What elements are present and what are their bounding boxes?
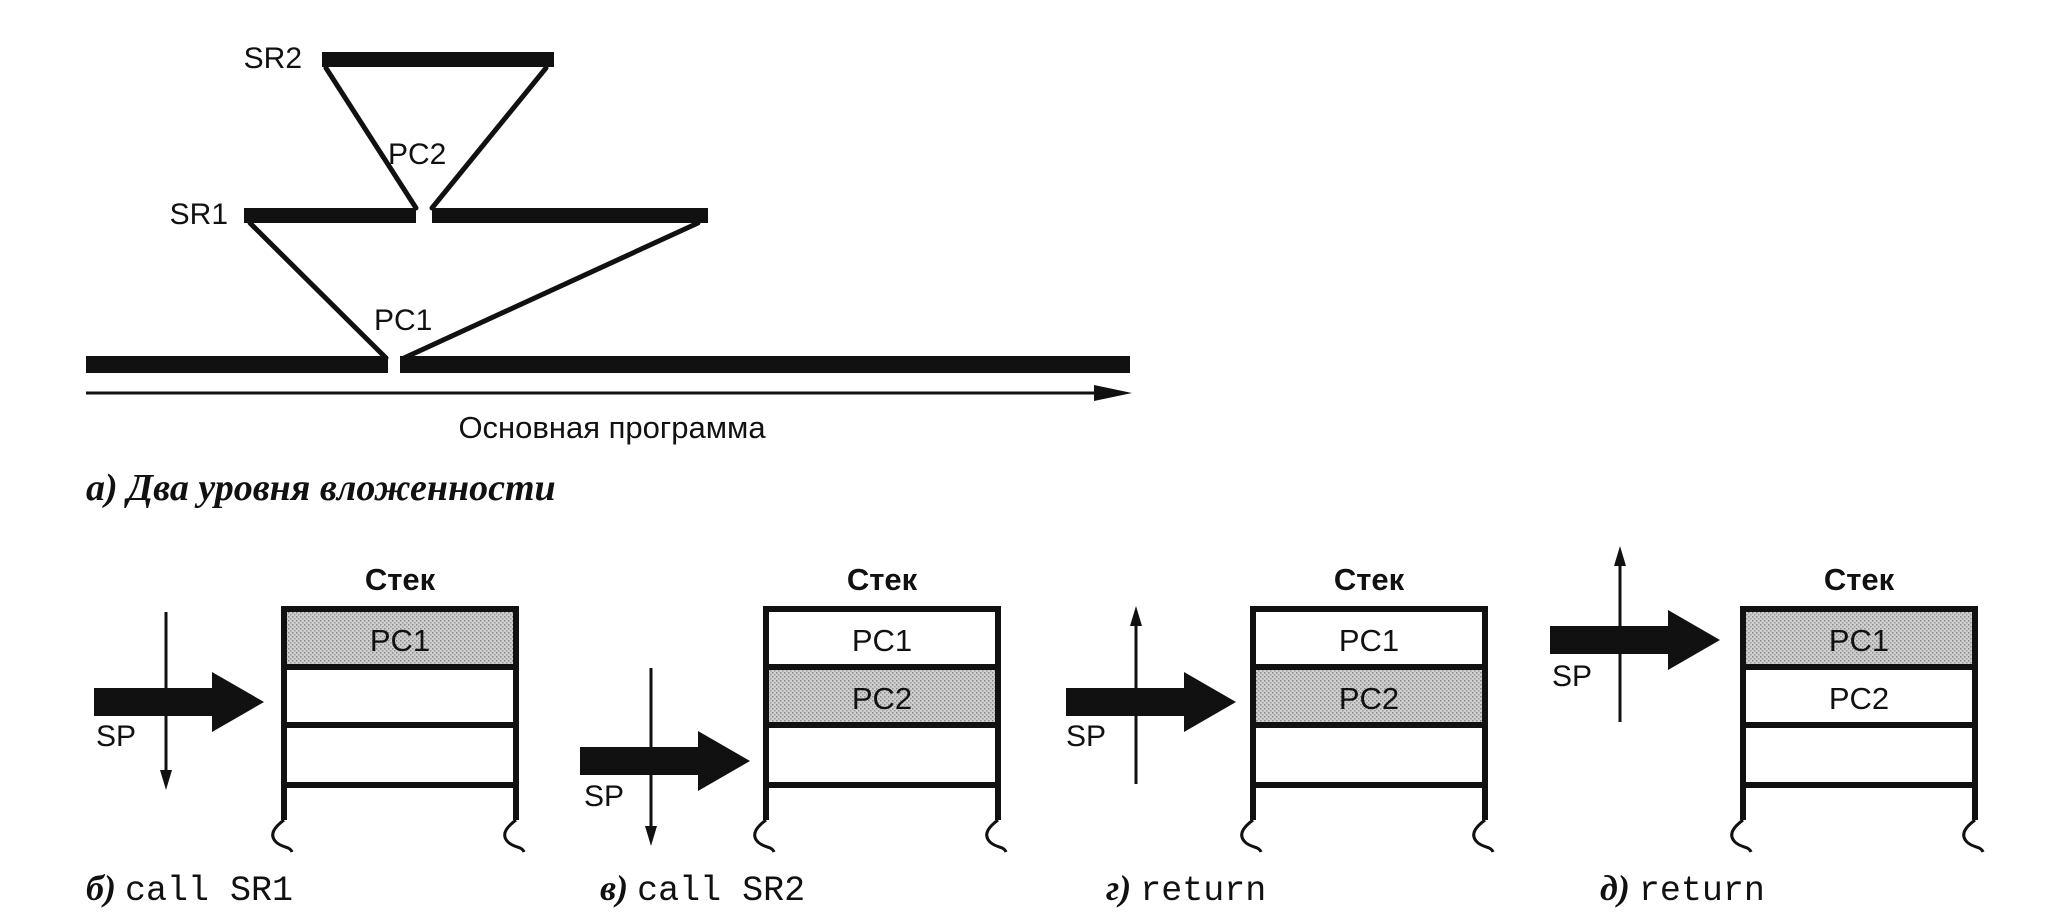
- part-a-caption: а) Два уровня вложенности: [86, 467, 556, 509]
- main-program-label: Основная программа: [458, 410, 766, 445]
- panel-caption-code: return: [1140, 871, 1266, 911]
- stack-title: Стек: [1824, 562, 1895, 597]
- stack-cell-label: PC1: [1339, 623, 1399, 658]
- stack-title: Стек: [365, 562, 436, 597]
- stack-break-left: [1240, 818, 1263, 853]
- sr2-label: SR2: [244, 42, 302, 75]
- stack-title: Стек: [847, 562, 918, 597]
- call-sr2-wire: [323, 65, 419, 211]
- nesting-diagram: SR2 PC2 SR1 PC1 Основная программа а) Дв…: [86, 42, 1132, 509]
- call-sr1-wire: [247, 220, 389, 361]
- sp-label: SP: [1552, 660, 1592, 693]
- panel-caption: г) return: [1106, 868, 1266, 911]
- time-axis-arrowhead: [1094, 385, 1132, 401]
- panel-caption-letter: б): [86, 868, 125, 908]
- pc2-label: PC2: [388, 138, 446, 171]
- panel-caption-code: call SR1: [125, 871, 293, 911]
- stack-cell-label: PC2: [1339, 681, 1399, 716]
- stack-break-left: [753, 818, 776, 853]
- sp-direction-arrowhead: [645, 826, 657, 846]
- stack-break-right: [985, 818, 1008, 853]
- stack-cell-shade: [287, 612, 513, 664]
- panel-caption-code: return: [1639, 871, 1765, 911]
- sp-pointer-arrow: [580, 731, 750, 791]
- sp-label: SP: [1066, 720, 1106, 753]
- sp-direction-arrowhead: [160, 770, 172, 790]
- sp-direction-arrowhead: [1130, 606, 1142, 626]
- panel-caption: в) call SR2: [600, 868, 805, 911]
- sp-label: SP: [584, 780, 624, 813]
- sr2-bar: [322, 52, 554, 67]
- stack-break-left: [271, 818, 294, 853]
- stack-cell-shade: [1746, 612, 1972, 664]
- panel-caption-letter: д): [1600, 868, 1639, 908]
- panel-caption: д) return: [1600, 868, 1765, 911]
- stack-break-right: [503, 818, 526, 853]
- sr1-bar-right: [432, 208, 708, 223]
- main-program-bar-right: [400, 356, 1130, 373]
- stack-cell-shade: [1256, 670, 1482, 722]
- stack-break-right: [1962, 818, 1985, 853]
- return-sr1-wire: [401, 220, 701, 361]
- sp-label: SP: [96, 720, 136, 753]
- sp-direction-arrowhead: [1614, 546, 1626, 566]
- pc1-label: PC1: [374, 304, 432, 337]
- main-program-bar-left: [86, 356, 388, 373]
- stack-cell-label: PC1: [370, 623, 430, 658]
- stack-title: Стек: [1334, 562, 1405, 597]
- panel-caption-letter: г): [1106, 868, 1140, 908]
- sp-pointer-arrow: [1550, 610, 1720, 670]
- sr1-label: SR1: [170, 198, 228, 231]
- sp-pointer-arrow: [94, 672, 264, 732]
- stack-cell-label: PC1: [1829, 623, 1889, 658]
- sr1-bar-left: [244, 208, 416, 223]
- stack-cell-label: PC1: [852, 623, 912, 658]
- stack-break-right: [1472, 818, 1495, 853]
- panel-caption-code: call SR2: [637, 871, 805, 911]
- panel-caption: б) call SR1: [86, 868, 293, 911]
- sp-pointer-arrow: [1066, 672, 1236, 732]
- panel-caption-letter: в): [600, 868, 637, 908]
- stack-break-left: [1730, 818, 1753, 853]
- stack-cell-shade: [769, 670, 995, 722]
- stack-cell-label: PC2: [1829, 681, 1889, 716]
- stack-cell-label: PC2: [852, 681, 912, 716]
- return-sr2-wire: [429, 65, 549, 211]
